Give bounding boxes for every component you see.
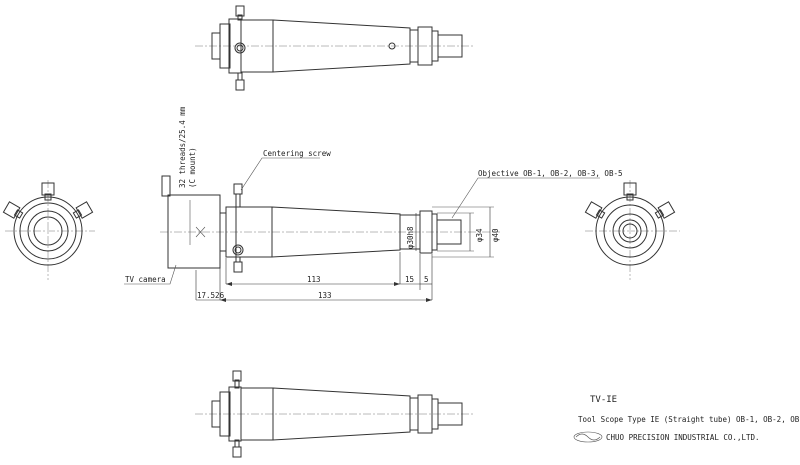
dim-133: 133	[318, 291, 332, 300]
dim-phi40: φ40	[491, 228, 500, 242]
dim-113: 113	[307, 275, 321, 284]
right-end-view	[584, 180, 680, 280]
dim-phi34: φ34	[475, 228, 484, 242]
dim-5: 5	[424, 275, 429, 284]
company-name: CHUO PRECISION INDUSTRIAL CO.,LTD.	[606, 433, 760, 442]
dim-15: 15	[405, 275, 414, 284]
left-end-view	[2, 180, 95, 280]
centering-screw-label: Centering screw	[263, 149, 331, 158]
dim-17526: 17.526	[197, 291, 225, 300]
centering-screw-knob	[233, 183, 243, 195]
mount-type-label: (C mount)	[188, 147, 197, 188]
dim-phi30h8: φ30h8	[406, 226, 415, 249]
bottom-view-scope	[195, 370, 475, 458]
title-block: TV-IE Tool Scope Type IE (Straight tube)…	[573, 395, 800, 443]
main-side-view: Centering screw Objective OB-1, OB-2, OB…	[124, 106, 623, 302]
model-number: TV-IE	[590, 395, 617, 405]
thread-spec-label: 32 threads/25.4 mm	[178, 106, 187, 188]
objective-label: Objective OB-1, OB-2, OB-3, OB-5	[478, 169, 623, 178]
top-view-scope	[195, 5, 475, 91]
tv-camera-label: TV camera	[125, 275, 166, 284]
tv-camera-body	[167, 194, 221, 269]
screw-knob	[235, 79, 245, 91]
product-description: Tool Scope Type IE (Straight tube) OB-1,…	[578, 415, 800, 424]
objective	[436, 219, 462, 245]
company-logo	[573, 431, 603, 443]
screw-knob	[235, 5, 245, 17]
